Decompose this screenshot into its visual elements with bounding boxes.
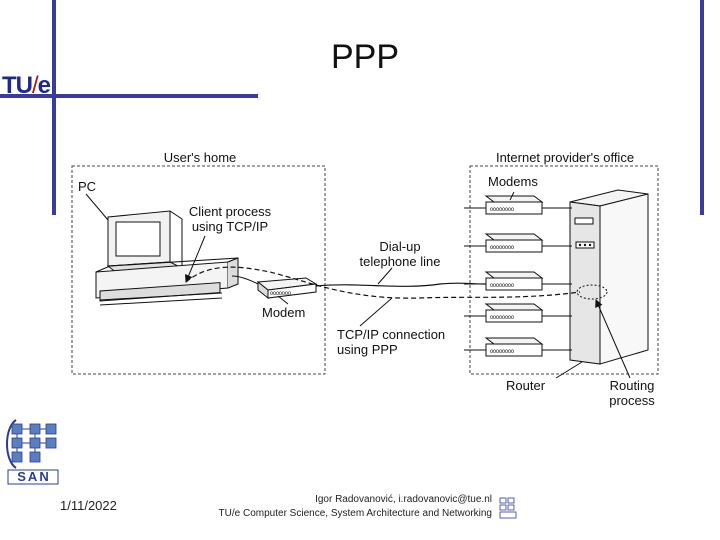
client-process-label-2: using TCP/IP xyxy=(191,219,269,234)
san-logo-text: SAN xyxy=(17,469,51,484)
svg-text:OOOOOOOO: OOOOOOOO xyxy=(490,349,514,355)
modems-label: Modems xyxy=(488,174,538,189)
telephone-line xyxy=(315,282,487,287)
svg-text:OOOOOOOO: OOOOOOOO xyxy=(490,283,514,289)
modem-label: Modem xyxy=(262,305,306,320)
frame-bar-vertical-right xyxy=(700,0,704,215)
logo-slash: / xyxy=(32,72,39,99)
frame-bar-vertical-left xyxy=(52,0,56,215)
slide-title: PPP xyxy=(330,38,400,76)
provider-office-box xyxy=(469,165,659,375)
router-label: Router xyxy=(506,378,546,393)
logo-main: TU xyxy=(2,72,33,99)
dialup-label-1: Dial-up xyxy=(379,239,421,254)
footer-author: Igor Radovanović, i.radovanovic@tue.nl xyxy=(315,494,492,505)
client-process-label-1: Client process xyxy=(188,204,272,219)
footer-date: 1/11/2022 xyxy=(60,498,117,513)
tcpip-connection-path xyxy=(185,266,581,299)
svg-text:OOOOOOOO: OOOOOOOO xyxy=(490,245,514,251)
tcpip-label-1: TCP/IP connection xyxy=(337,327,446,342)
tue-logo: TU/e xyxy=(2,72,51,100)
routing-process-label-1: Routing xyxy=(609,378,655,393)
frame-bar-horizontal xyxy=(0,94,258,98)
logo-end: e xyxy=(37,72,51,99)
svg-text:OOOOOOOO: OOOOOOOO xyxy=(490,315,514,321)
pc-icon xyxy=(95,210,239,306)
provider-modems-icon: OOOOOOOO OOOOOOOO OOOOOOOO OOOOOOOO OOOO… xyxy=(484,195,544,357)
tcpip-label-2: using PPP xyxy=(337,342,398,357)
dialup-label-2: telephone line xyxy=(359,254,441,269)
router-icon xyxy=(569,189,649,365)
footer-department: TU/e Computer Science, System Architectu… xyxy=(218,508,492,519)
svg-text:OOOOOOOO: OOOOOOOO xyxy=(490,207,514,213)
svg-text:OOOOOOO: OOOOOOO xyxy=(270,291,291,297)
routing-process-label-2: process xyxy=(609,393,655,408)
users-home-box xyxy=(71,165,326,375)
pc-label: PC xyxy=(78,179,97,194)
provider-office-label: Internet provider's office xyxy=(495,150,635,165)
users-home-label: User's home xyxy=(163,150,237,165)
